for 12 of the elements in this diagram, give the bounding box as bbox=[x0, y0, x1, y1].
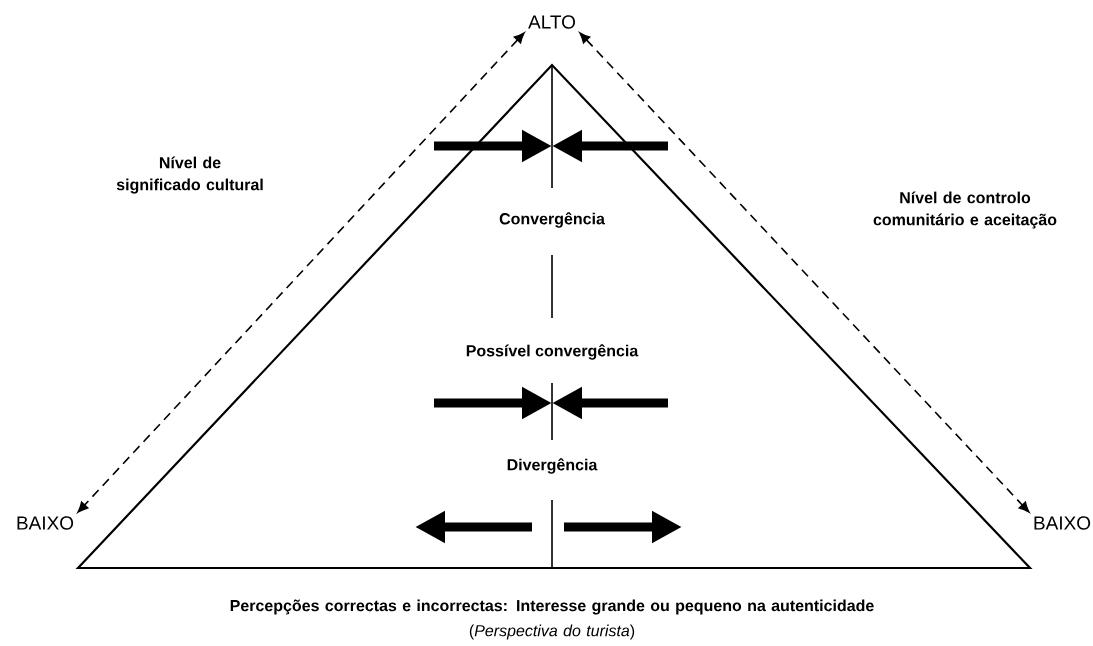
zone-label: Possível convergência bbox=[463, 342, 641, 362]
dashed-arrow bbox=[579, 32, 1030, 513]
axis-label: Nível de significado cultural bbox=[116, 156, 263, 194]
dashed-arrow bbox=[77, 32, 525, 513]
level-label: ALTO bbox=[528, 15, 576, 29]
zone-label: Divergência bbox=[504, 456, 600, 476]
level-label: BAIXO bbox=[17, 516, 74, 530]
caption: Percepções correctas e incorrectas: Interesse grande ou pequeno na autenticidade bbox=[230, 599, 874, 615]
caption: (Perspectiva do turista) bbox=[469, 624, 635, 640]
axis-label: Nível de controlo comunitário e aceitação bbox=[873, 191, 1057, 229]
level-label: BAIXO bbox=[1034, 516, 1091, 530]
zone-label: Convergência bbox=[497, 210, 607, 230]
